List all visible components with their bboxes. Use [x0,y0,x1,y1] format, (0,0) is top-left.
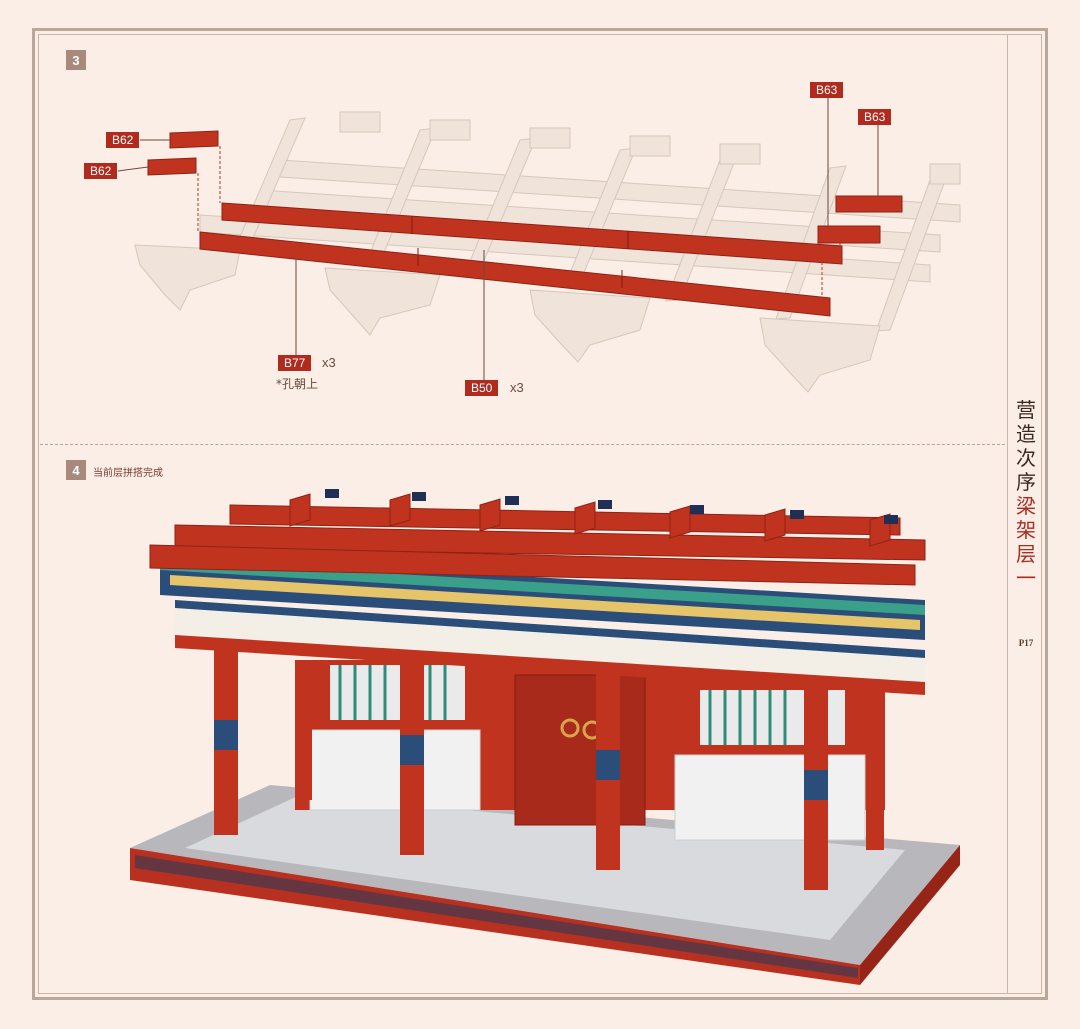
inner-frame [38,34,1042,994]
painted-frieze [175,600,925,695]
leader-lines [117,97,879,380]
step-4-badge: 4 [66,460,86,480]
b77-note: *孔朝上 [276,377,319,391]
part-tag-b50: B50 [465,380,499,396]
part-tag-b62-top: B62 [106,132,140,148]
part-tag-b63-right: B63 [858,109,892,125]
post-caps [325,489,898,524]
window-lattice [338,665,787,745]
side-title-char: 序 [1016,470,1036,494]
bracket-layer [160,555,925,640]
side-title-char: 架 [1016,518,1036,542]
step-4-title: 当前层拼搭完成 [93,468,163,479]
page-number: P17 [1018,638,1034,648]
part-tag-b63-left: B63 [810,82,844,98]
step-divider [40,444,1005,445]
side-title-char: 造 [1016,422,1036,446]
side-title-char: 层 [1016,542,1036,566]
column-bands [214,720,828,800]
side-chapter-title: 营 造 次 序 梁 架 层 一 [1010,398,1042,630]
step-3-badge: 3 [66,50,86,70]
outer-frame [32,28,1048,1000]
side-title-char: 次 [1016,446,1036,470]
side-title-char: 营 [1016,398,1036,422]
side-title-char: 一 [1016,566,1036,590]
part-tag-b62-bottom: B62 [84,163,118,179]
b50-quantity: x3 [510,380,524,395]
part-tag-b77: B77 [278,355,312,371]
side-divider [1007,34,1008,994]
roof-beams [149,493,926,586]
red-beams [147,130,903,317]
side-title-char: 梁 [1016,494,1036,518]
b77-quantity: x3 [322,355,336,370]
